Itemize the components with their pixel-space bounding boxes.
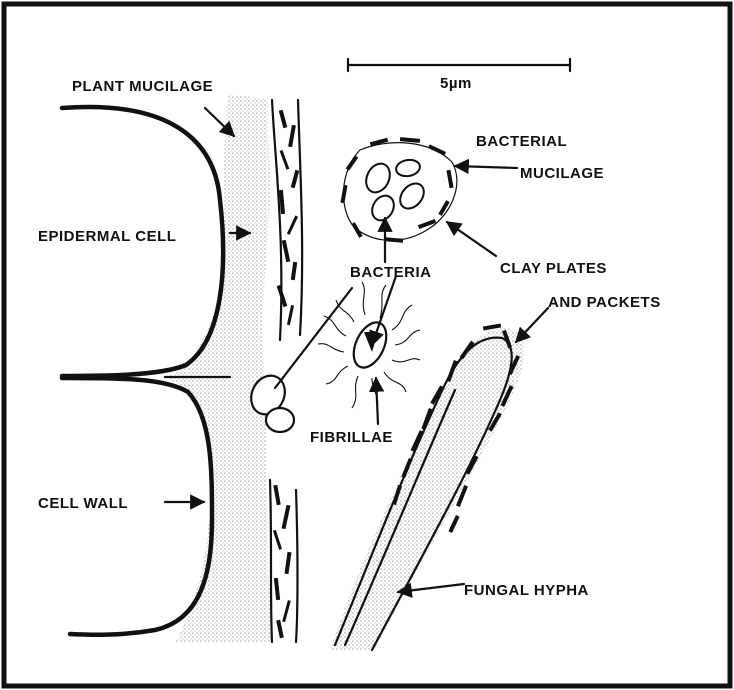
label-clay-plates: CLAY PLATES	[500, 260, 607, 277]
scale-bar	[348, 59, 570, 71]
clay-band-upper	[272, 100, 302, 340]
label-fibrillae: FIBRILLAE	[310, 429, 393, 446]
label-fungal-hypha: FUNGAL HYPHA	[464, 582, 589, 599]
fibrillate-bacterium	[318, 282, 420, 408]
label-mucilage: MUCILAGE	[520, 165, 604, 182]
label-and-packets: AND PACKETS	[548, 294, 661, 311]
label-plant-mucilage: PLANT MUCILAGE	[72, 78, 213, 95]
scale-bar-label: 5µm	[440, 75, 472, 92]
bacterial-mucilage-clump	[340, 137, 456, 243]
clay-band-lower	[270, 480, 298, 642]
label-bacterial: BACTERIAL	[476, 133, 567, 150]
label-bacteria: BACTERIA	[350, 264, 432, 281]
fungal-hypha	[330, 323, 525, 650]
label-cell-wall: CELL WALL	[38, 495, 128, 512]
label-epidermal-cell: EPIDERMAL CELL	[38, 228, 176, 245]
